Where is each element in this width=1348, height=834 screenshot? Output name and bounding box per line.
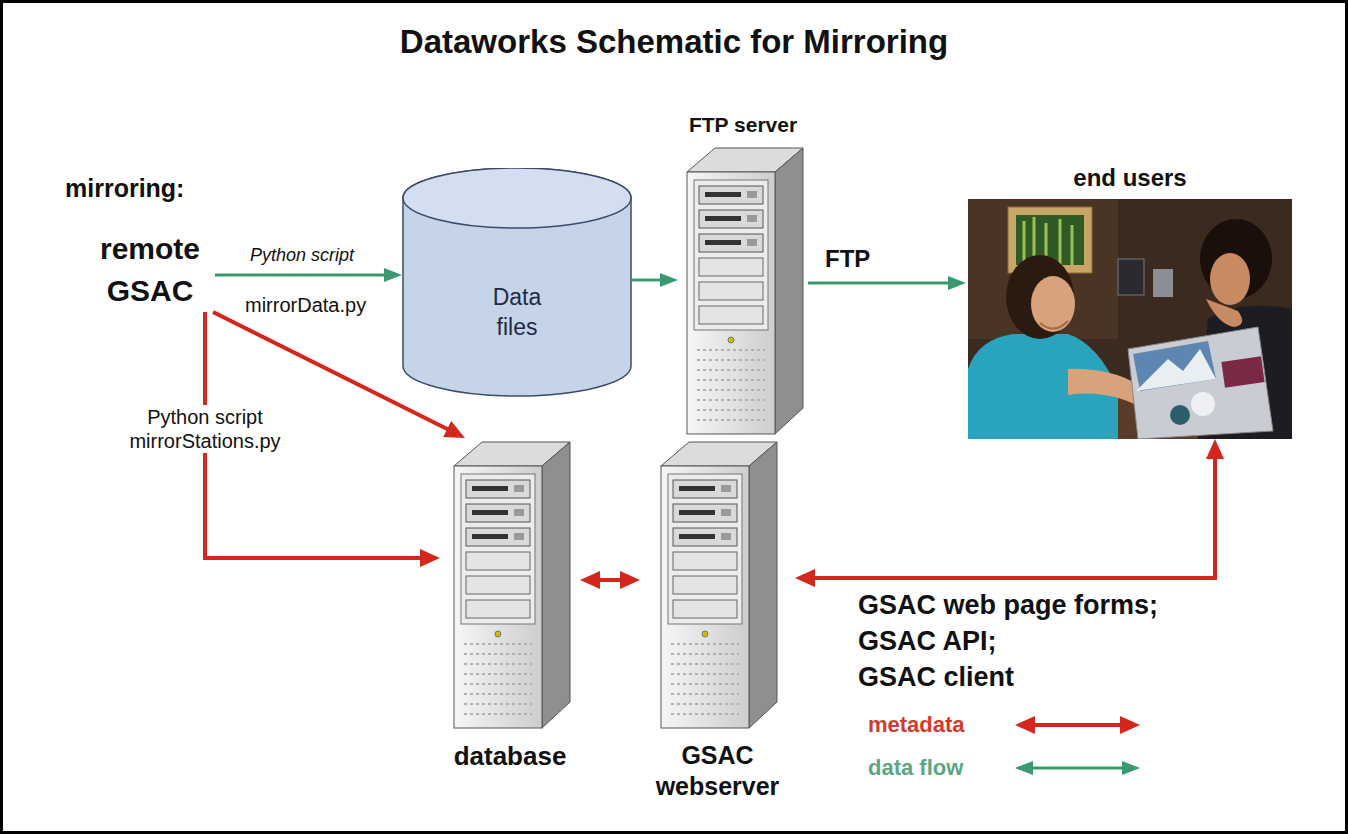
server-icon-use: [454, 442, 570, 728]
edge-label: Python script mirrorStations.py: [105, 405, 305, 453]
annotation-label: mirroring:: [65, 172, 184, 204]
server-icon: [655, 438, 780, 730]
legend-metadata-arrow: [1031, 723, 1124, 727]
server-icon-use: [687, 148, 803, 434]
photo-illustration: [968, 199, 1292, 439]
storage-label: Data files: [472, 282, 562, 342]
cylinder-top: [403, 168, 631, 228]
source-label: remote GSAC: [85, 228, 215, 312]
server-label: FTP server: [689, 112, 797, 138]
server-node: GSAC webserver: [640, 438, 795, 802]
server-icon: [448, 438, 573, 730]
server-node: database: [440, 438, 580, 772]
cylinder-outline: [402, 168, 632, 398]
annotation-label: mirrorData.py: [245, 293, 366, 317]
storage-cylinder: Data files: [402, 168, 632, 398]
user-photo-node: end users: [966, 163, 1294, 439]
data-flow-arrow: [808, 282, 952, 285]
data-flow-arrow: [215, 274, 388, 277]
server-label: database: [454, 740, 567, 772]
diagram-title: Dataworks Schematic for Mirroring: [0, 22, 1348, 62]
annotation-label: GSAC web page forms;: [858, 588, 1158, 622]
annotation-label: GSAC client: [858, 660, 1014, 694]
server-node: FTP server: [678, 112, 808, 436]
legend-text: data flow: [868, 755, 963, 781]
users-label: end users: [1073, 163, 1186, 193]
legend-dataflow-arrow: [1029, 767, 1126, 770]
metadata-arrow: [811, 455, 1215, 578]
metadata-arrow: [596, 578, 624, 582]
server-icon: [681, 144, 806, 436]
edge-label: Python script: [247, 244, 357, 266]
photo-use: [968, 199, 1292, 439]
server-label: GSAC webserver: [640, 740, 795, 802]
legend-text: metadata: [868, 712, 965, 738]
cylinder-body: [403, 168, 631, 396]
annotation-label: GSAC API;: [858, 624, 997, 658]
source-node: remote GSAC: [85, 228, 215, 312]
edge-label: FTP: [822, 244, 873, 274]
data-flow-arrow: [632, 279, 664, 282]
server-icon-use: [661, 442, 777, 728]
